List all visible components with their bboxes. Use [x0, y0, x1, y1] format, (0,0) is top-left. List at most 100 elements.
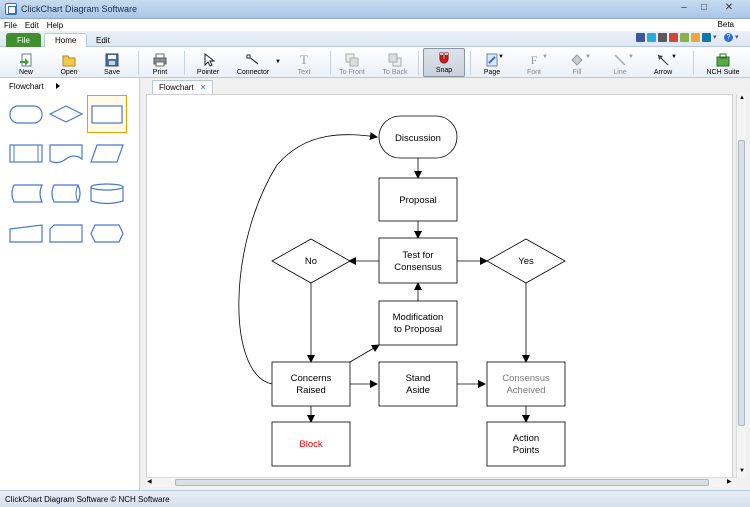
minimize-icon[interactable]: –: [681, 2, 687, 13]
line-dropdown-icon[interactable]: ▼: [628, 54, 634, 60]
fill-button[interactable]: Fill: [562, 47, 592, 78]
consensus-achieved-node[interactable]: [486, 361, 566, 407]
save-button[interactable]: Save: [100, 47, 124, 78]
maximize-icon[interactable]: □: [700, 2, 708, 13]
dropdown-icon[interactable]: ▾: [713, 34, 717, 41]
printer-icon: [153, 53, 167, 67]
tab-edit[interactable]: Edit: [96, 35, 110, 45]
menu-help[interactable]: Help: [46, 20, 64, 30]
close-icon[interactable]: ✕: [724, 2, 734, 13]
discussion-node[interactable]: [378, 115, 458, 159]
page-icon: [485, 53, 499, 67]
concerns-raised-node[interactable]: [271, 361, 351, 407]
app-icon: [5, 3, 17, 15]
open-button[interactable]: Open: [56, 47, 82, 78]
menu-bar: File Edit Help Beta: [0, 19, 750, 31]
linkedin-icon[interactable]: [702, 33, 711, 42]
concerns-label-line1: Concerns: [291, 373, 332, 384]
diagram-page[interactable]: Discussion Proposal Test for Consensus N…: [146, 94, 733, 478]
window-title: ClickChart Diagram Software: [21, 4, 138, 14]
horizontal-scroll-thumb[interactable]: [175, 479, 709, 486]
font-button[interactable]: F Font: [526, 53, 541, 76]
nch-suite-button[interactable]: NCH Suite: [703, 47, 743, 78]
document-tab[interactable]: Flowchart ✕: [152, 80, 214, 94]
to-front-button[interactable]: To Front: [336, 47, 368, 78]
fill-dropdown-icon[interactable]: ▼: [585, 54, 591, 60]
font-dropdown-icon[interactable]: ▼: [542, 54, 548, 60]
toolbar-separator: [470, 51, 471, 75]
pointer-button[interactable]: Pointer: [194, 47, 222, 78]
rss-icon[interactable]: [691, 33, 700, 42]
card-shape[interactable]: [48, 216, 84, 252]
decision-shape[interactable]: [48, 96, 84, 132]
block-node[interactable]: [271, 421, 351, 467]
twitter-icon[interactable]: [647, 33, 656, 42]
print-button[interactable]: Print: [148, 47, 172, 78]
menu-edit[interactable]: Edit: [24, 20, 39, 30]
modification-label-line2: to Proposal: [394, 324, 442, 335]
to-back-button[interactable]: To Back: [380, 47, 410, 78]
manual-input-shape[interactable]: [8, 216, 44, 252]
line-button[interactable]: Line: [606, 47, 634, 78]
yes-decision-node[interactable]: [486, 238, 566, 284]
vertical-scrollbar[interactable]: ▲ ▼: [736, 94, 746, 478]
scroll-right-icon[interactable]: ▶: [727, 479, 732, 485]
flowchart-diagram[interactable]: Discussion Proposal Test for Consensus N…: [147, 95, 734, 479]
tab-home[interactable]: Home: [44, 33, 88, 47]
facebook-icon[interactable]: [636, 33, 645, 42]
scroll-up-icon[interactable]: ▲: [739, 95, 745, 101]
stand-aside-label-line2: Aside: [406, 385, 430, 396]
database-shape[interactable]: [89, 176, 125, 212]
stored-data-shape[interactable]: [8, 176, 44, 212]
arrow-dropdown-icon[interactable]: ▼: [671, 54, 677, 60]
predefined-process-shape[interactable]: [8, 136, 44, 172]
category-expand-icon[interactable]: [56, 83, 60, 89]
help-dropdown-icon[interactable]: ▾: [735, 34, 739, 41]
paint-bucket-icon: [570, 53, 584, 67]
text-button[interactable]: T Text: [297, 52, 311, 77]
help-icon[interactable]: ?: [724, 33, 733, 42]
close-tab-icon[interactable]: ✕: [199, 83, 207, 92]
action-points-node[interactable]: [486, 421, 566, 467]
new-button[interactable]: New: [14, 47, 38, 78]
page-button[interactable]: Page: [478, 47, 506, 78]
connector-dropdown-icon[interactable]: ▼: [275, 59, 281, 65]
arrow-button[interactable]: Arrow: [648, 47, 678, 78]
google-icon[interactable]: [669, 33, 678, 42]
terminator-shape[interactable]: [8, 96, 44, 132]
toolbar-separator: [184, 51, 185, 75]
proposal-node[interactable]: [378, 177, 458, 222]
connector-concerns-discussion[interactable]: [238, 132, 378, 385]
horizontal-scrollbar[interactable]: ◀ ▶: [146, 477, 736, 487]
document-shape[interactable]: [48, 136, 84, 172]
direct-access-storage-shape[interactable]: [48, 176, 84, 212]
stand-aside-node[interactable]: [378, 361, 458, 407]
tab-file[interactable]: File: [6, 33, 41, 47]
test-consensus-node[interactable]: [378, 237, 458, 284]
status-text: ClickChart Diagram Software © NCH Softwa…: [5, 494, 170, 504]
scroll-down-icon[interactable]: ▼: [739, 468, 745, 474]
snap-button[interactable]: Snap: [423, 48, 465, 77]
process-shape[interactable]: [87, 95, 127, 133]
modification-label-line1: Modification: [393, 312, 444, 323]
preparation-shape[interactable]: [89, 216, 125, 252]
connector-button[interactable]: Connector: [234, 47, 272, 78]
share-icon[interactable]: [680, 33, 689, 42]
vertical-scroll-thumb[interactable]: [738, 140, 745, 426]
connector-concerns-modification[interactable]: [349, 344, 380, 363]
data-shape[interactable]: [89, 136, 125, 172]
action-label-line2: Points: [513, 445, 540, 456]
test-label-line1: Test for: [402, 250, 433, 261]
scroll-left-icon[interactable]: ◀: [147, 479, 152, 485]
shape-category-label[interactable]: Flowchart: [9, 82, 44, 91]
digg-icon[interactable]: [658, 33, 667, 42]
shapes-sidebar: Flowchart: [0, 78, 140, 490]
page-dropdown-icon[interactable]: ▼: [498, 54, 504, 60]
menu-file[interactable]: File: [4, 20, 17, 30]
nch-suite-icon: [716, 53, 730, 67]
canvas-area: Flowchart ✕: [140, 78, 750, 490]
modification-node[interactable]: [378, 300, 458, 346]
block-label: Block: [299, 439, 322, 450]
no-decision-node[interactable]: [271, 238, 351, 284]
line-icon: [613, 53, 627, 67]
